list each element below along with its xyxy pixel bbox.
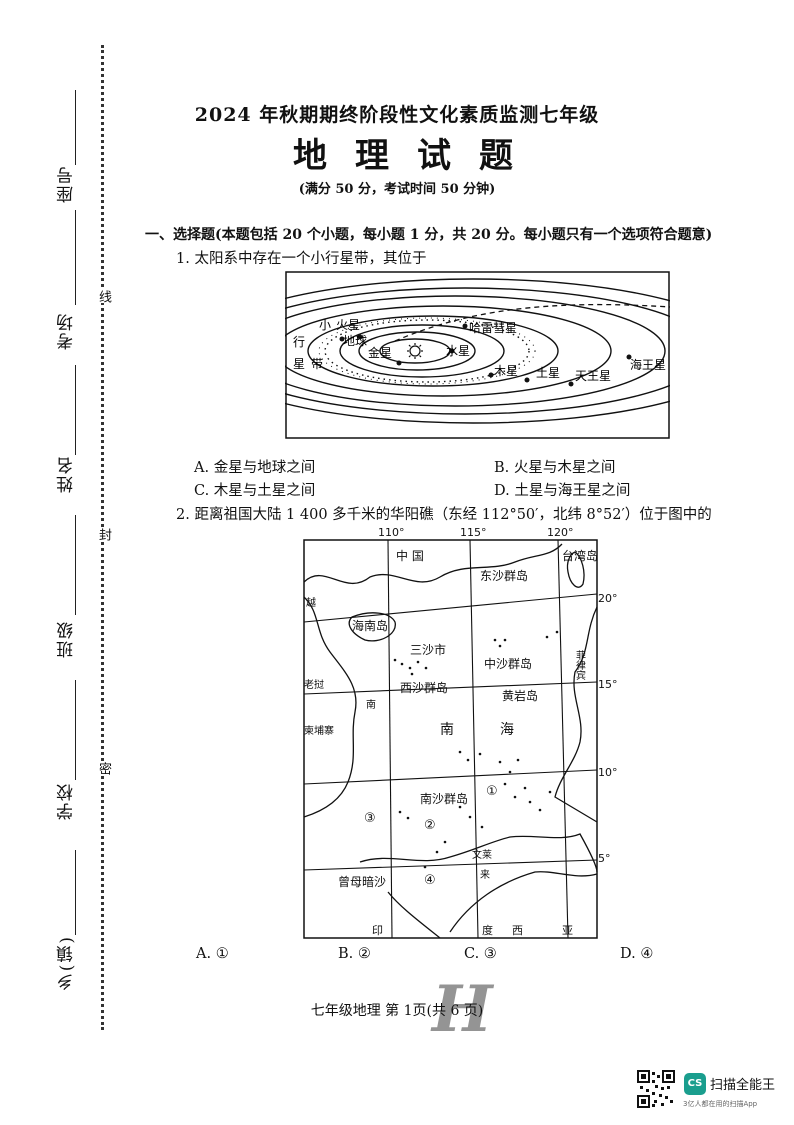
room-field[interactable] bbox=[75, 210, 76, 305]
map-lon-115: 115° bbox=[460, 526, 487, 539]
map-label-zhongsha: 中沙群岛 bbox=[484, 656, 532, 671]
town-label: 乡(镇) bbox=[57, 935, 77, 991]
town-field[interactable] bbox=[75, 850, 76, 935]
map-label-du: 度 bbox=[482, 923, 493, 937]
school-field[interactable] bbox=[75, 680, 76, 780]
map-label-sea-nan: 南 bbox=[440, 722, 454, 738]
section-heading: 一、选择题(本题包括 20 个小题，每小题 1 分，共 20 分。每小题只有一个… bbox=[145, 227, 713, 243]
scanner-name: 扫描全能王 bbox=[710, 1078, 776, 1093]
map-marker-1: ① bbox=[486, 784, 498, 799]
q2-option-c[interactable]: C. ③ bbox=[464, 946, 497, 962]
map-label-taiwan: 台湾岛 bbox=[562, 548, 598, 563]
page-footer: 七年级地理 第 1页(共 6 页) bbox=[310, 1003, 484, 1019]
solar-system-figure: 小 行 星 带 火星 地球 金星 水星 哈雷彗星 木星 土星 天王星 海王星 bbox=[285, 271, 670, 439]
map-lat-10: 10° bbox=[598, 766, 618, 779]
q1-option-a[interactable]: A. 金星与地球之间 bbox=[194, 460, 316, 476]
subject-title: 地理试题 bbox=[293, 136, 541, 176]
map-label-huangyan: 黄岩岛 bbox=[502, 688, 538, 703]
label-saturn: 土星 bbox=[536, 366, 560, 380]
binding-mark-line: 线 bbox=[94, 290, 113, 303]
map-lon-120: 120° bbox=[547, 526, 574, 539]
q2-option-b[interactable]: B. ② bbox=[338, 946, 371, 962]
map-label-hainan: 海南岛 bbox=[352, 618, 388, 633]
map-label-china: 中 国 bbox=[396, 548, 424, 563]
belt-label-xing: 行 bbox=[293, 335, 305, 349]
exam-note: (满分 50 分，考试时间 50 分钟) bbox=[298, 182, 496, 197]
map-marker-4: ④ bbox=[424, 873, 436, 888]
class-field[interactable] bbox=[75, 515, 76, 615]
map-label-laos: 老挝 bbox=[304, 678, 324, 691]
map-label-nansha: 南沙群岛 bbox=[420, 791, 468, 806]
name-label: 姓名 bbox=[57, 455, 77, 493]
map-label-yue: 越 bbox=[306, 596, 316, 609]
map-label-philippines: 菲律宾 bbox=[574, 650, 586, 681]
q2-option-d[interactable]: D. ④ bbox=[620, 946, 654, 962]
map-label-sansha: 三沙市 bbox=[410, 642, 446, 657]
map-lat-15: 15° bbox=[598, 678, 618, 691]
map-label-sea-hai: 海 bbox=[500, 722, 514, 738]
map-label-cambodia: 柬埔寨 bbox=[304, 724, 334, 737]
map-label-zengmu: 曾母暗沙 bbox=[338, 874, 386, 889]
map-lat-5: 5° bbox=[598, 852, 611, 865]
q1-option-c[interactable]: C. 木星与土星之间 bbox=[194, 483, 316, 499]
q1-option-b[interactable]: B. 火星与木星之间 bbox=[494, 460, 616, 476]
belt-label-xing2: 星 bbox=[293, 357, 305, 371]
map-label-xi: 西 bbox=[512, 924, 523, 937]
map-label-xisha: 西沙群岛 bbox=[400, 680, 448, 695]
map-label-yin: 印 bbox=[372, 924, 383, 937]
label-neptune: 海王星 bbox=[630, 357, 666, 372]
label-comet: 哈雷彗星 bbox=[469, 321, 517, 335]
class-label: 班级 bbox=[57, 620, 77, 658]
binding-mark-secret: 密 bbox=[94, 762, 113, 775]
label-venus: 金星 bbox=[368, 345, 392, 360]
map-lon-110: 110° bbox=[378, 526, 405, 539]
school-label: 学校 bbox=[57, 782, 77, 820]
name-field[interactable] bbox=[75, 365, 76, 455]
map-label-lai: 来 bbox=[480, 869, 490, 881]
map-label-dongsha: 东沙群岛 bbox=[480, 568, 528, 583]
label-earth: 地球 bbox=[343, 334, 367, 348]
qr-code-icon bbox=[637, 1070, 675, 1108]
map-label-ya: 亚 bbox=[562, 924, 573, 937]
map-marker-2: ② bbox=[424, 818, 436, 833]
room-label: 考场 bbox=[57, 312, 77, 350]
label-mercury: 水星 bbox=[446, 344, 470, 358]
q1-stem: 1. 太阳系中存在一个小行星带，其位于 bbox=[176, 251, 427, 267]
map-label-brunei: 文莱 bbox=[472, 848, 492, 861]
map-lat-20: 20° bbox=[598, 592, 618, 605]
map-marker-3: ③ bbox=[364, 811, 376, 826]
q2-option-a[interactable]: A. ① bbox=[196, 946, 229, 962]
label-jupiter: 木星 bbox=[494, 364, 518, 378]
binding-mark-seal: 封 bbox=[94, 528, 113, 541]
watermark-letter: H bbox=[432, 972, 493, 1047]
seat-field[interactable] bbox=[75, 90, 76, 165]
scanner-subtitle: 3亿人都在用的扫描App bbox=[683, 1100, 758, 1108]
belt-label-xiao: 小 bbox=[319, 318, 331, 332]
map-label-vietnam-nan: 南 bbox=[366, 698, 376, 711]
exam-title: 2024 年秋期期终阶段性文化素质监测七年级 bbox=[194, 104, 600, 126]
scanner-logo-icon: CS bbox=[684, 1073, 706, 1095]
q2-stem: 2. 距离祖国大陆 1 400 多千米的华阳礁（东经 112°50′，北纬 8°… bbox=[176, 507, 712, 523]
label-uranus: 天王星 bbox=[575, 369, 611, 383]
label-mars: 火星 bbox=[336, 318, 360, 332]
belt-label-dai: 带 bbox=[311, 357, 323, 371]
south-china-sea-map: 110° 115° 120° 中 国 台湾岛 bbox=[303, 526, 618, 939]
q1-option-d[interactable]: D. 土星与海王星之间 bbox=[494, 483, 631, 499]
